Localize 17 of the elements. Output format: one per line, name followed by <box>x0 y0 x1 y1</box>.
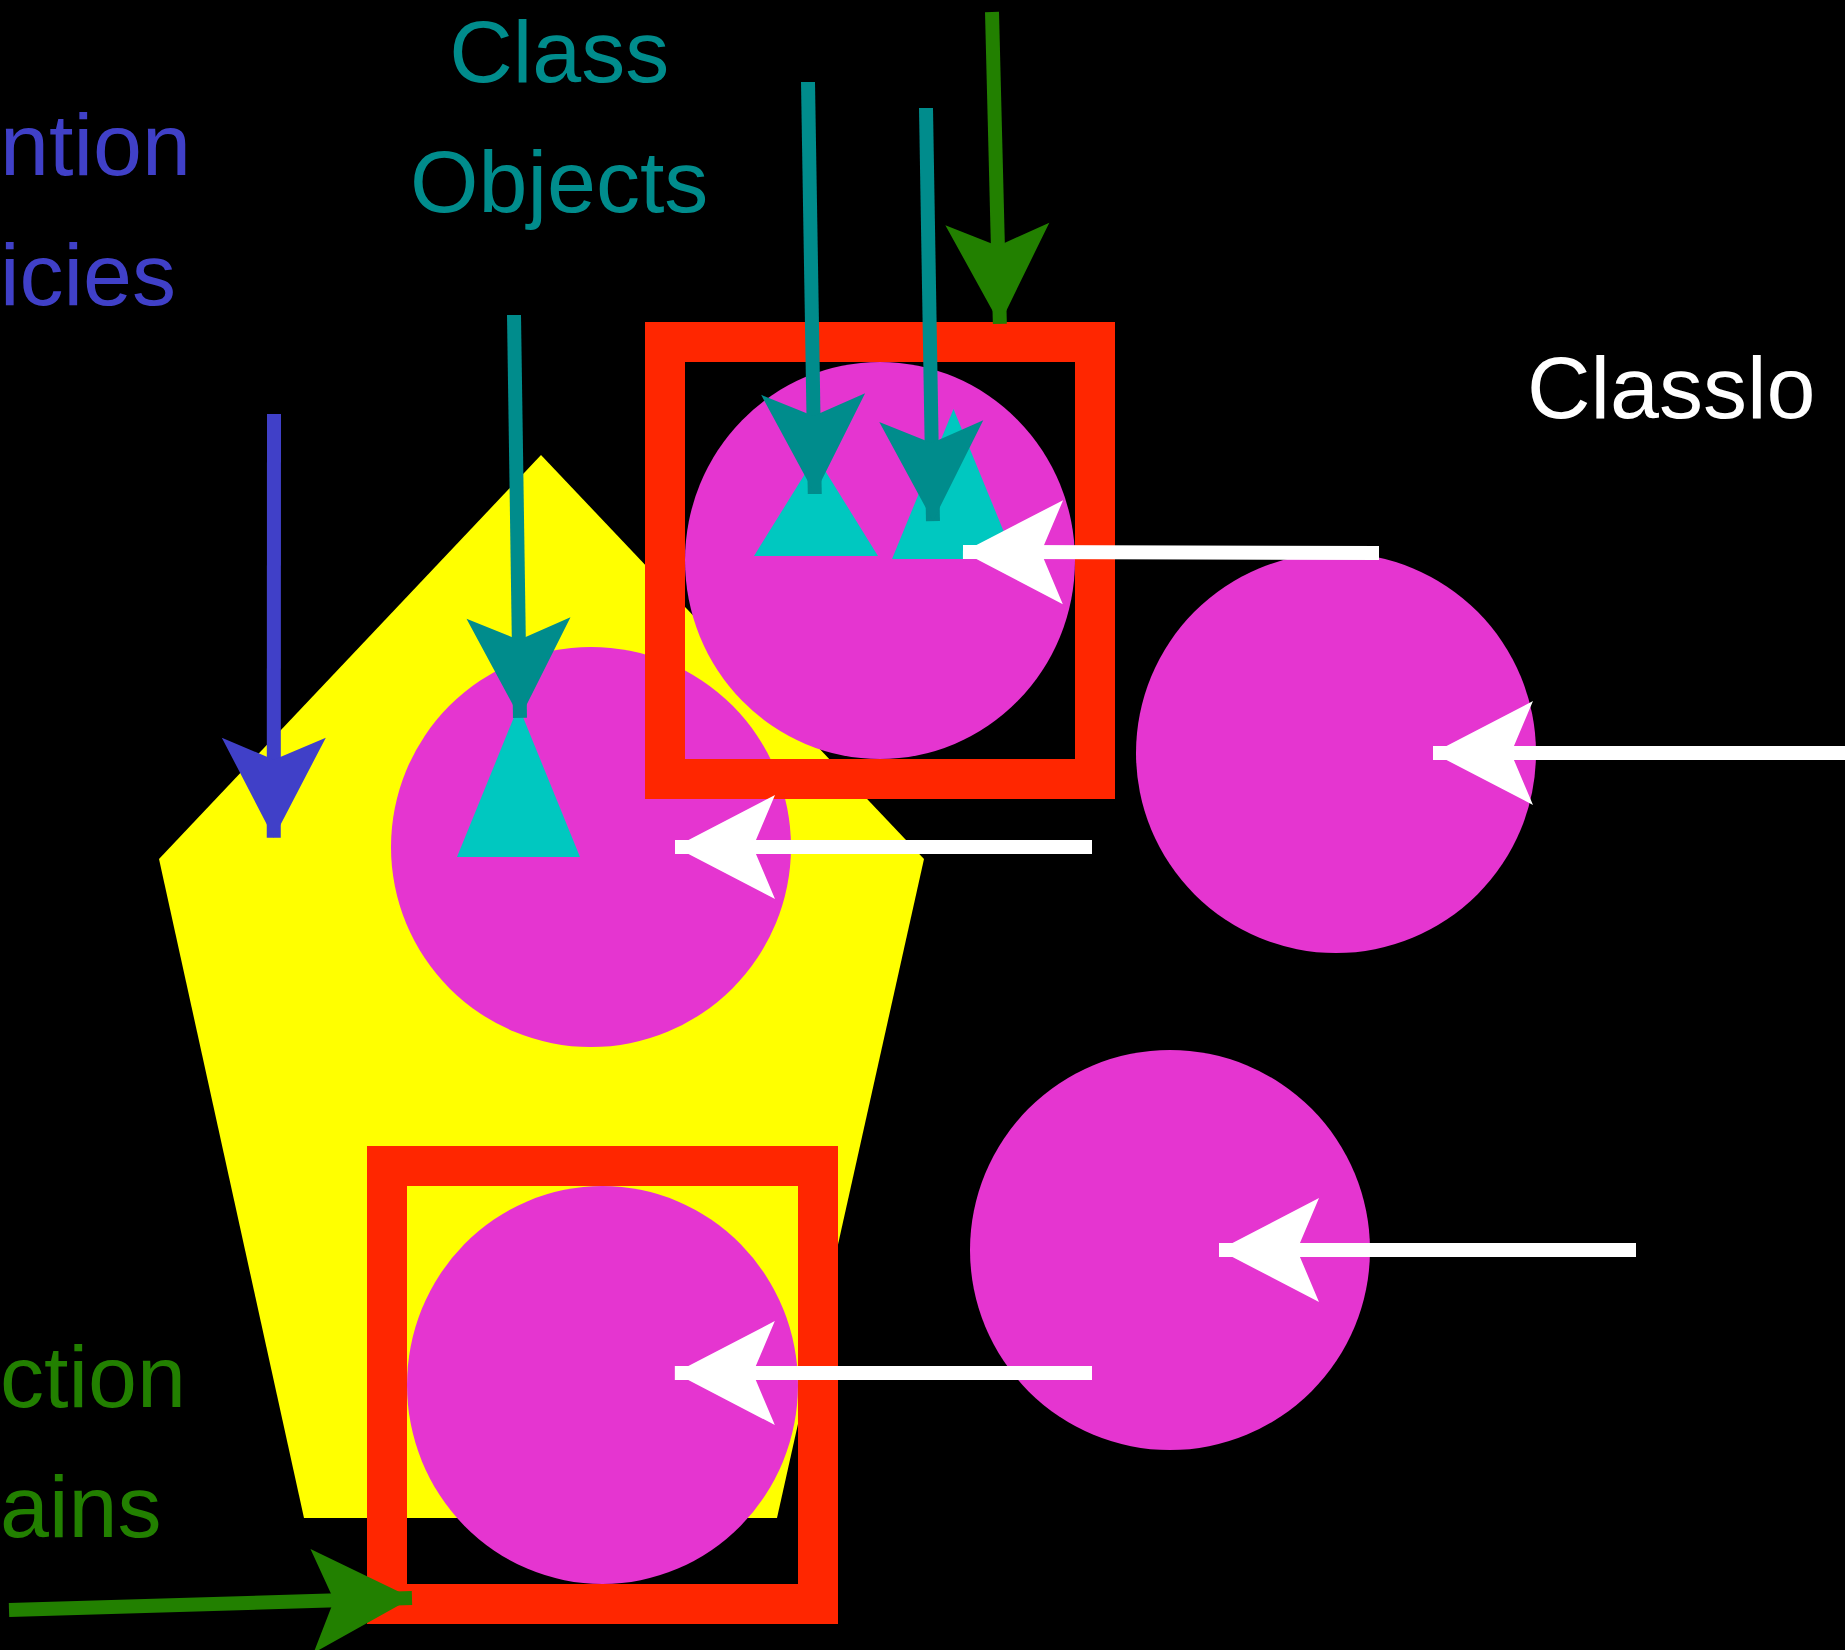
arrow <box>1433 701 1845 805</box>
label-text: ction ains <box>0 1312 186 1572</box>
label-text: Class Objects <box>410 0 709 247</box>
arrow <box>962 500 1379 605</box>
arrow <box>674 1321 1092 1426</box>
arrow <box>466 314 571 719</box>
arrow <box>945 11 1050 325</box>
arrow <box>1219 1198 1636 1302</box>
arrow <box>879 107 984 522</box>
label-text: Classlo <box>1527 323 1816 453</box>
square-frame <box>367 1146 838 1624</box>
label-text: ntion icies <box>0 80 191 340</box>
square-frame <box>645 322 1115 799</box>
arrow <box>221 414 326 838</box>
arrow <box>675 795 1092 899</box>
arrow <box>761 81 866 495</box>
arrow <box>8 1549 413 1650</box>
